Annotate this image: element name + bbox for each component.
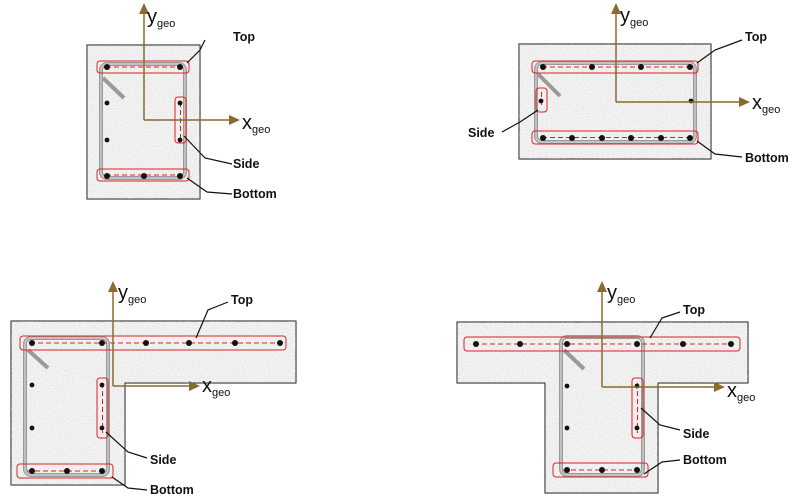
top-label: Top [231, 293, 253, 307]
side-label: Side [683, 427, 709, 441]
top-zone [531, 60, 699, 74]
concrete-texture [457, 322, 748, 493]
bottom-label: Bottom [233, 187, 277, 201]
stirrup-hook [101, 76, 126, 100]
x-geo-label: xgeo [752, 92, 780, 116]
bottom-zone [16, 463, 114, 479]
top-zone [19, 335, 287, 351]
top-label: Top [233, 30, 255, 44]
y-geo-label: ygeo [147, 6, 175, 30]
y-geo-label: ygeo [118, 282, 146, 306]
x-geo-label: xgeo [727, 380, 755, 404]
bottom-label: Bottom [745, 151, 789, 165]
bottom-zone [552, 462, 649, 478]
bottom-zone [531, 130, 699, 145]
y-geo-label: ygeo [607, 282, 635, 306]
diagram-t-section: ygeo xgeo Top Side Bottom [456, 281, 755, 494]
side-label: Side [468, 126, 494, 140]
diagram-l-section: ygeo xgeo Top Side Bottom [10, 281, 297, 497]
stirrup-hook [536, 72, 562, 98]
bottom-label: Bottom [683, 453, 727, 467]
top-label: Top [745, 30, 767, 44]
side-zone [96, 377, 109, 439]
x-geo-label: xgeo [202, 375, 230, 399]
top-label: Top [683, 303, 705, 317]
bottom-zone [96, 168, 190, 182]
stirrup-hook [26, 348, 50, 370]
bottom-label: Bottom [150, 483, 194, 497]
stirrup-hook [562, 348, 586, 371]
side-label: Side [233, 157, 259, 171]
rebar-group [104, 64, 183, 179]
side-zone [631, 377, 644, 439]
side-label: Side [150, 453, 176, 467]
rebar-group [29, 340, 283, 474]
y-geo-label: ygeo [620, 5, 648, 29]
diagram-rectangular-tall: ygeo xgeo Top Side Bottom [86, 3, 277, 201]
rebar-group [538, 64, 694, 141]
concrete-texture [11, 321, 296, 485]
diagram-rectangular-wide: ygeo xgeo Top Side Bottom [468, 3, 789, 165]
top-zone [96, 60, 190, 74]
side-zone [535, 87, 548, 113]
x-geo-label: xgeo [242, 112, 270, 136]
rebar-group [473, 341, 734, 473]
